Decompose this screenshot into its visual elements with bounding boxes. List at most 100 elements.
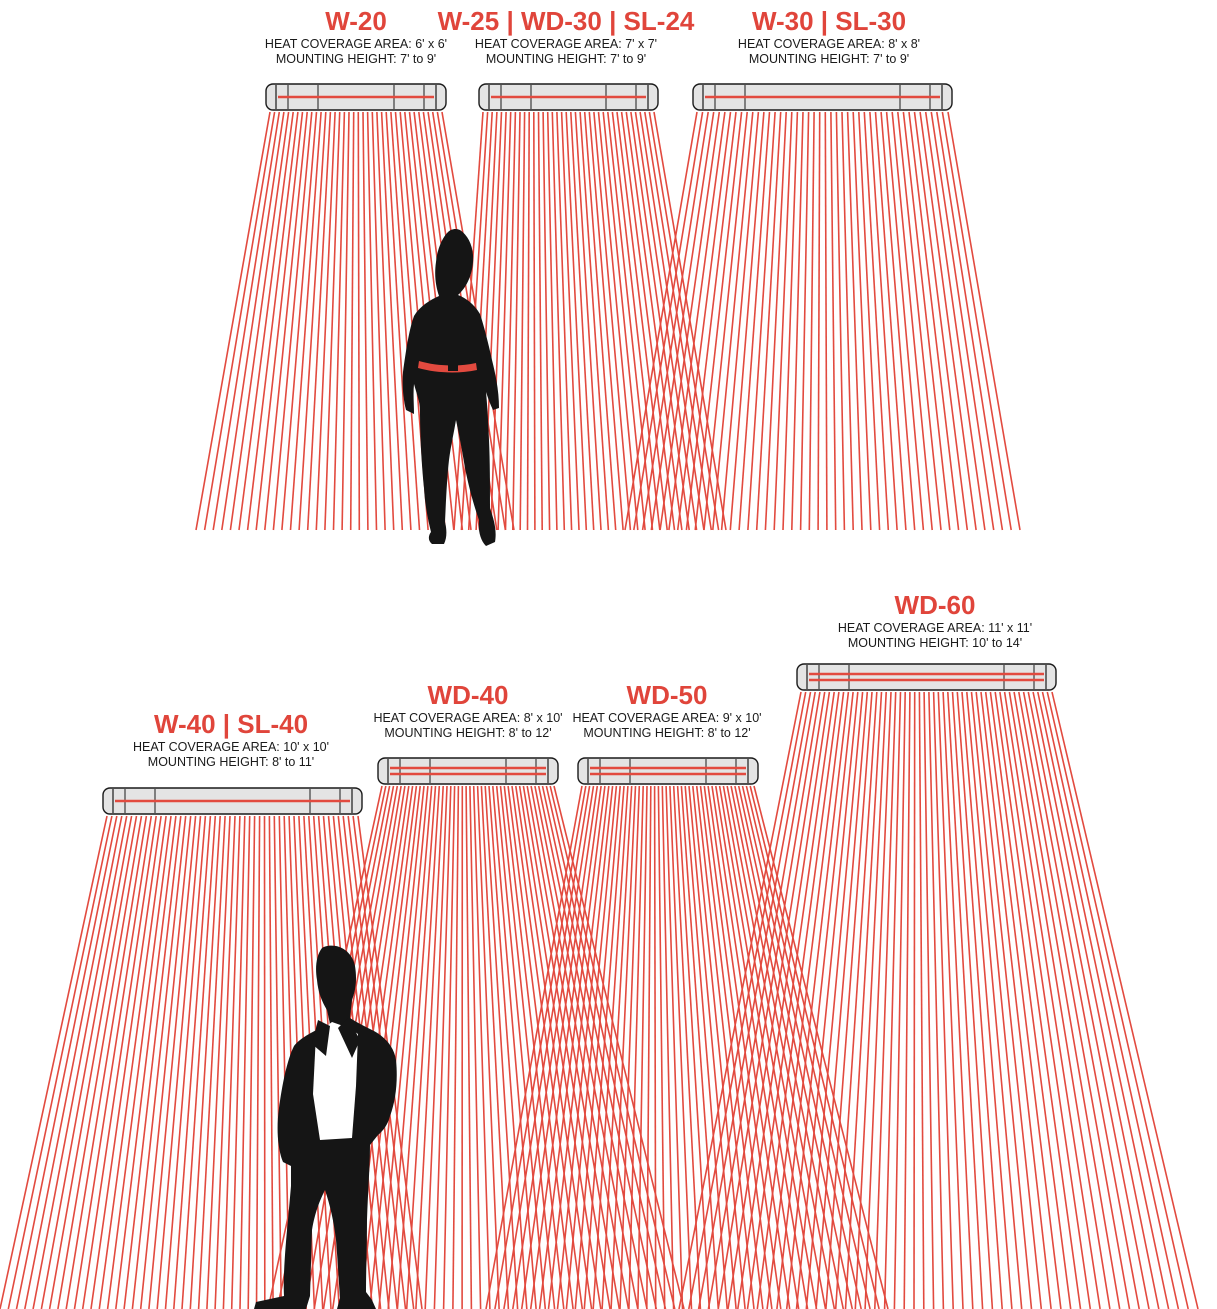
heat-beam-line — [928, 691, 945, 1309]
heat-beam-line — [40, 815, 133, 1309]
mounting-height-text: MOUNTING HEIGHT: 8' to 11' — [148, 755, 314, 769]
heat-beam-line — [858, 111, 881, 531]
heater-housing — [796, 663, 1057, 691]
heat-beam-line — [148, 815, 197, 1309]
heat-beam-line — [48, 815, 138, 1309]
heat-beam-line — [289, 111, 322, 531]
heat-beam-line — [924, 111, 986, 531]
woman-silhouette-icon — [402, 228, 499, 547]
heat-beam-line — [639, 111, 705, 531]
heat-beam-line — [490, 111, 507, 531]
heater-wd50 — [577, 757, 759, 785]
heat-beam-line — [805, 691, 864, 1309]
heat-beam-line — [947, 691, 984, 1309]
heat-beam-line — [937, 691, 964, 1309]
heat-beam-line — [405, 785, 441, 1309]
heat-beam-line — [424, 785, 448, 1309]
heat-beam-line — [24, 815, 123, 1309]
heat-beam-line — [592, 785, 629, 1309]
heat-beam-line — [989, 691, 1072, 1309]
heat-beam-line — [538, 785, 606, 1309]
heat-beam-line — [835, 111, 846, 531]
heat-beam-line — [469, 785, 482, 1309]
heat-beam-line — [583, 785, 625, 1309]
heat-beam-line — [930, 111, 995, 531]
heat-beam-line — [694, 111, 743, 531]
coverage-area-text: HEAT COVERAGE AREA: 9' x 10' — [572, 711, 761, 725]
heat-beam-line — [734, 785, 845, 1309]
heat-beam-line — [874, 111, 907, 531]
heat-beam-line — [919, 111, 977, 531]
heat-beam-line — [932, 691, 954, 1309]
heat-beam-line — [499, 785, 556, 1309]
heat-beam-line — [534, 785, 639, 1309]
heat-beam-line — [684, 785, 728, 1309]
heat-beam-line — [846, 111, 863, 531]
heat-beam-line — [678, 691, 802, 1309]
heat-beam-line — [98, 815, 167, 1309]
heat-beam-line — [597, 111, 639, 531]
heat-beam-line — [1027, 691, 1150, 1309]
heat-beam-line — [7, 815, 113, 1309]
heat-beam-line — [864, 691, 892, 1309]
heat-beam-line — [371, 111, 386, 531]
heat-beam-line — [799, 111, 810, 531]
heat-beam-line — [999, 691, 1092, 1309]
heat-beam-line — [688, 785, 737, 1309]
heat-beam-line — [729, 111, 765, 531]
heat-beam-line — [841, 111, 854, 531]
heat-beam-line — [648, 111, 720, 531]
heat-beam-line — [966, 691, 1023, 1309]
heat-beam-line — [565, 111, 588, 531]
heat-beam-line — [387, 785, 433, 1309]
heat-beam-line — [854, 691, 887, 1309]
heat-beam-line — [579, 111, 610, 531]
heat-beam-line — [442, 785, 456, 1309]
heat-beam-line — [951, 691, 994, 1309]
heat-beam-line — [281, 111, 318, 531]
heaters-layer — [102, 83, 1057, 815]
heat-beam-line — [737, 785, 854, 1309]
heat-beam-line — [644, 111, 713, 531]
heat-beam-line — [766, 691, 845, 1309]
heat-beam-line — [565, 785, 618, 1309]
coverage-area-text: HEAT COVERAGE AREA: 7' x 7' — [475, 37, 657, 51]
heat-beam-line — [628, 785, 644, 1309]
heat-beam-line — [1022, 691, 1140, 1309]
man-silhouette-icon — [254, 945, 397, 1309]
heat-beam-line — [941, 111, 1012, 531]
heat-beam-line — [164, 815, 207, 1309]
heat-beam-line — [695, 785, 755, 1309]
heat-beam-line — [782, 111, 799, 531]
heat-beam-line — [936, 111, 1004, 531]
heat-beam-line — [903, 691, 911, 1309]
mounting-height-text: MOUNTING HEIGHT: 8' to 12' — [583, 726, 750, 740]
heat-beam-line — [970, 691, 1033, 1309]
heat-beam-line — [255, 815, 261, 1309]
heat-beam-line — [722, 785, 818, 1309]
heater-w30 — [692, 83, 953, 111]
heat-beam-line — [808, 111, 815, 531]
heat-beam-line — [657, 785, 666, 1309]
heat-beam-line — [703, 111, 748, 531]
heat-beam-line — [503, 785, 591, 1309]
heat-beam-line — [247, 815, 256, 1309]
model-title: WD-40 — [428, 680, 509, 710]
heat-beam-line — [668, 111, 726, 531]
heat-beam-line — [1018, 691, 1131, 1309]
heat-beam-line — [707, 691, 816, 1309]
heat-beam-line — [197, 815, 226, 1309]
heat-beam-line — [526, 785, 621, 1309]
heat-beam-line — [0, 815, 108, 1309]
mounting-height-text: MOUNTING HEIGHT: 10' to 14' — [848, 636, 1022, 650]
heat-beam-line — [676, 111, 732, 531]
heat-beam-line — [520, 785, 599, 1309]
heat-beam-line — [530, 785, 630, 1309]
heat-beam-line — [825, 691, 873, 1309]
heat-beam-line — [15, 815, 118, 1309]
heat-beam-line — [1051, 691, 1199, 1309]
heat-beam-line — [630, 111, 690, 531]
heat-beam-line — [195, 111, 271, 531]
heat-beam-line — [433, 785, 452, 1309]
